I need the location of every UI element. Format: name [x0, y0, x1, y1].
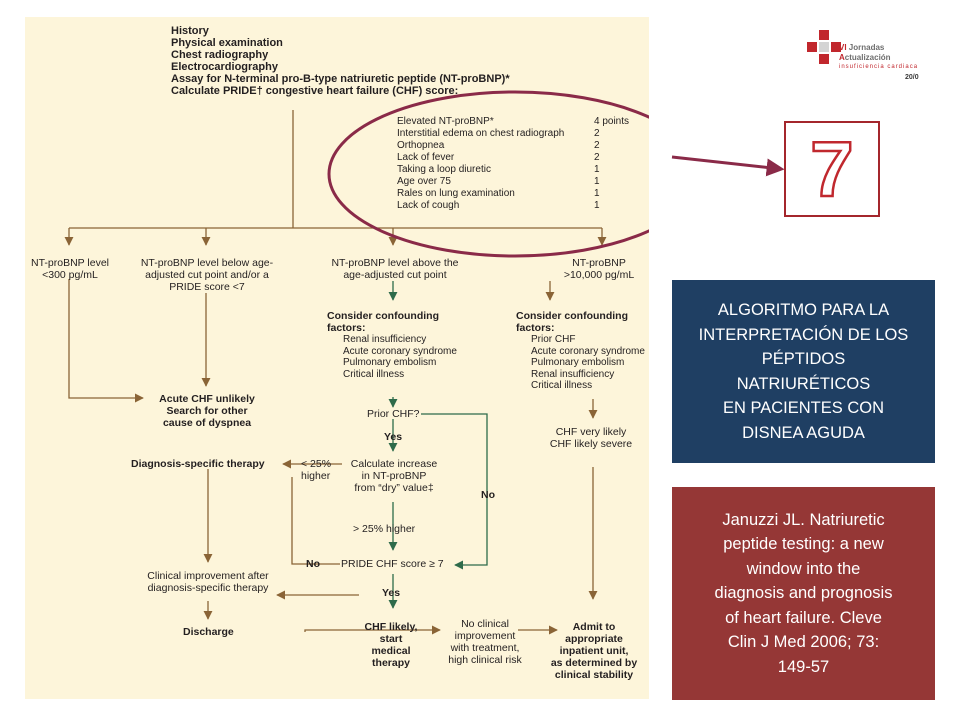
flowchart-figure: History Physical examination Chest radio… — [25, 17, 649, 699]
pride-item-label: Lack of cough — [397, 200, 460, 211]
pride-item-points: 1 — [594, 164, 600, 175]
step-electrocardiography: Electrocardiography — [171, 61, 278, 73]
no-clinical-improvement: No clinical improvement with treatment, … — [448, 618, 522, 666]
step-physical-exam: Physical examination — [171, 37, 283, 49]
yes-label-2: Yes — [382, 587, 401, 599]
yes-label-1: Yes — [384, 431, 403, 443]
branch-above-cutpoint: NT-proBNP level above the age-adjusted c… — [331, 257, 459, 281]
clinical-improvement: Clinical improvement after diagnosis-spe… — [147, 570, 269, 594]
event-logo: VI Jornadas Actualización insuficiencia … — [767, 22, 937, 88]
citation-text: Januzzi JL. Natriuretic peptide testing:… — [714, 510, 893, 676]
pride-item-points: 2 — [594, 152, 600, 163]
prior-chf-question: Prior CHF? — [367, 408, 420, 420]
branch-very-high-ntprobnp: NT-proBNP >10,000 pg/mL — [563, 257, 635, 281]
pride-item-points: 1 — [594, 188, 600, 199]
title-panel: ALGORITMO PARA LA INTERPRETACIÓN DE LOS … — [672, 280, 935, 463]
citation-panel: Januzzi JL. Natriuretic peptide testing:… — [672, 487, 935, 700]
confounding-list-mid: Renal insufficiency Acute coronary syndr… — [343, 334, 457, 380]
step-history: History — [171, 25, 209, 37]
logo-line-1: VI Jornadas — [839, 43, 885, 52]
pride-item-label: Interstitial edema on chest radiograph — [397, 128, 565, 139]
confounding-list-right: Prior CHF Acute coronary syndrome Pulmon… — [531, 334, 645, 392]
pride-item-label: Taking a loop diuretic — [397, 164, 491, 175]
pride-item-label: Elevated NT-proBNP* — [397, 116, 494, 127]
pride-item-points: 1 — [594, 200, 600, 211]
pride-item-points: 1 — [594, 176, 600, 187]
step-chest-radiography: Chest radiography — [171, 49, 269, 61]
slide-number-box: 7 — [784, 121, 880, 217]
logo-line-2: Actualización — [839, 53, 891, 62]
no-label-left: No — [306, 558, 320, 570]
pride-score-check: PRIDE CHF score ≥ 7 — [341, 558, 444, 570]
step-pride-score: Calculate PRIDE† congestive heart failur… — [171, 85, 459, 97]
logo-year: 20/0 — [905, 74, 919, 81]
diagnosis-specific-therapy: Diagnosis-specific therapy — [131, 458, 265, 470]
confounding-title-right: Consider confounding factors: — [516, 310, 628, 334]
confounding-title-mid: Consider confounding factors: — [327, 310, 439, 334]
pride-highlight-ring — [327, 90, 649, 258]
flowchart-connectors — [64, 110, 607, 635]
pride-item-label: Orthopnea — [397, 140, 445, 151]
greater-than-25-higher: > 25% higher — [353, 523, 416, 535]
no-label-right: No — [481, 489, 495, 501]
pride-item-points: 2 — [594, 128, 600, 139]
discharge: Discharge — [183, 626, 234, 638]
slide-number: 7 — [809, 125, 855, 213]
chf-very-likely: CHF very likely CHF likely severe — [549, 426, 633, 450]
less-than-25-higher: < 25% higher — [301, 458, 332, 482]
calculate-increase: Calculate increase in NT-proBNP from “dr… — [350, 458, 438, 494]
logo-line-3: insuficiencia cardiaca — [839, 64, 919, 70]
title-text: ALGORITMO PARA LA INTERPRETACIÓN DE LOS … — [698, 301, 909, 442]
step-ntprobnp-assay: Assay for N-terminal pro-B-type natriure… — [171, 73, 510, 85]
pride-item-label: Lack of fever — [397, 152, 455, 163]
admit-inpatient-unit: Admit to appropriate inpatient unit, as … — [550, 621, 638, 681]
acute-chf-unlikely: Acute CHF unlikely Search for other caus… — [159, 393, 255, 429]
pride-item-label: Age over 75 — [397, 176, 451, 187]
pride-item-label: Rales on lung examination — [397, 188, 515, 199]
pride-item-points: 4 points — [594, 116, 630, 127]
branch-low-ntprobnp: NT-proBNP level <300 pg/mL — [30, 257, 109, 281]
chf-likely-start-therapy: CHF likely, start medical therapy — [364, 621, 418, 669]
pride-item-points: 2 — [594, 140, 600, 151]
branch-below-cutpoint: NT-proBNP level below age- adjusted cut … — [140, 257, 274, 293]
logo-cross-mark — [807, 30, 841, 64]
